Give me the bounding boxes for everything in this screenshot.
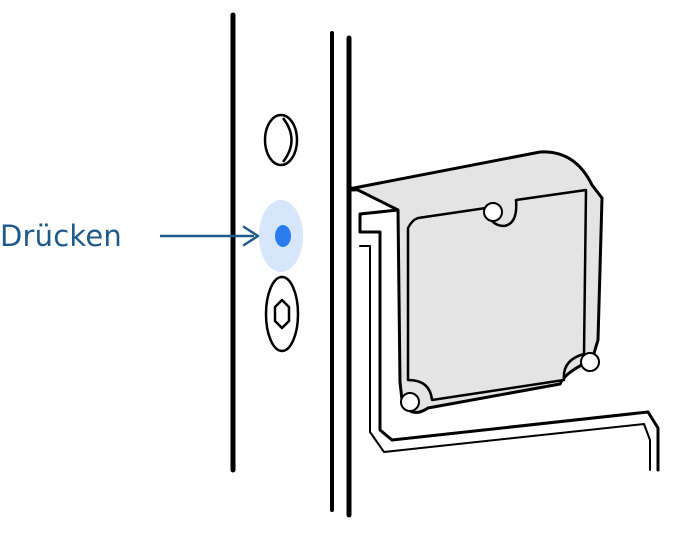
module-screw-hole-top (483, 202, 503, 222)
module-face (406, 188, 588, 402)
callout-label: Drücken (0, 219, 122, 253)
hex-screw (264, 275, 300, 353)
door-frame (230, 12, 352, 518)
module-screw-hole-left (400, 392, 420, 412)
module-screw-hole-right (580, 352, 600, 372)
press-button-dot (275, 225, 291, 247)
press-button[interactable] (259, 200, 303, 272)
callout-arrow (160, 225, 260, 247)
round-screw (263, 113, 299, 167)
adapter-module (352, 150, 604, 414)
